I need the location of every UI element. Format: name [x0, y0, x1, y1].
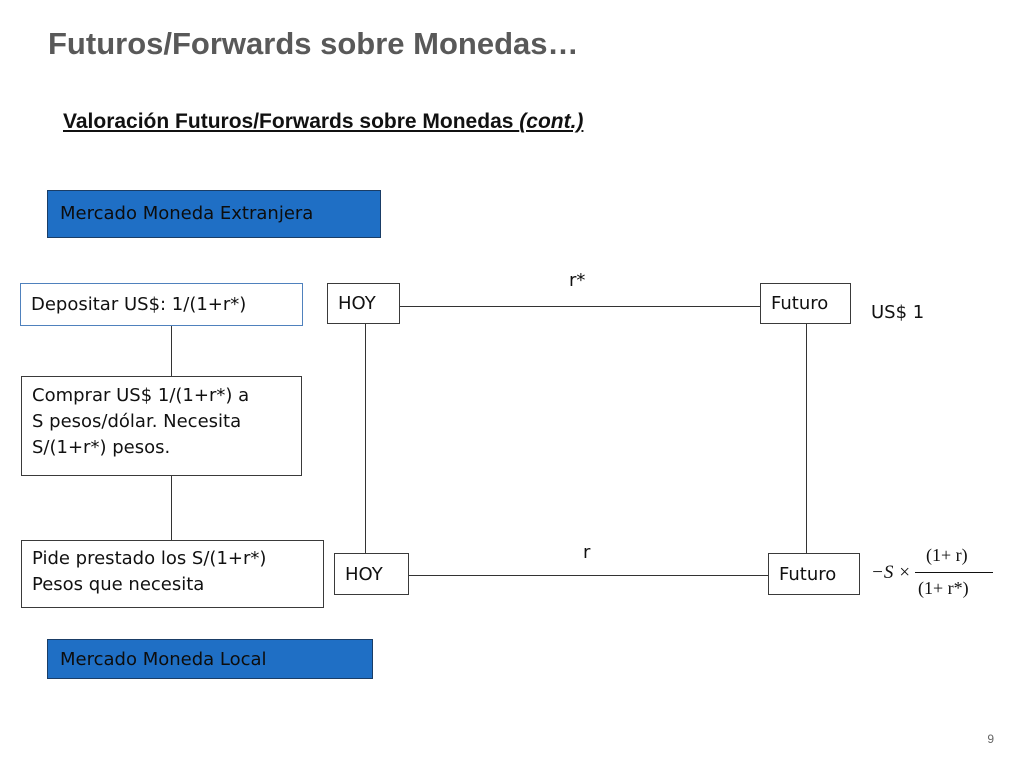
formula-numerator: (1+ r) — [926, 545, 968, 565]
slide-title: Futuros/Forwards sobre Monedas… — [48, 26, 579, 61]
top-timeline-line — [400, 306, 760, 307]
foreign-market-label: Mercado Moneda Extranjera — [47, 190, 381, 238]
local-rate-label: r — [583, 542, 591, 563]
local-market-text: Mercado Moneda Local — [60, 649, 267, 670]
foreign-payoff-label: US$ 1 — [871, 302, 925, 323]
formula-fraction-bar — [915, 572, 993, 573]
formula-denominator: (1+ r*) — [918, 578, 969, 598]
page-number: 9 — [987, 732, 994, 746]
borrow-step-box: Pide prestado los S/(1+r*) Pesos que nec… — [21, 540, 324, 608]
connector-buy-borrow — [171, 476, 172, 540]
top-today-text: HOY — [338, 293, 376, 314]
bottom-today-box: HOY — [334, 553, 409, 595]
subtitle-main: Valoración Futuros/Forwards sobre Moneda… — [63, 110, 520, 133]
deposit-step-box: Depositar US$: 1/(1+r*) — [20, 283, 303, 326]
local-payoff-formula: −S × (1+ r) (1+ r*) — [868, 545, 998, 610]
buy-step-line2: S pesos/dólar. Necesita — [32, 411, 242, 433]
bottom-today-text: HOY — [345, 564, 383, 585]
formula-neg-s: −S × — [871, 562, 911, 583]
buy-step-line1: Comprar US$ 1/(1+r*) a — [32, 385, 250, 406]
top-future-text: Futuro — [771, 293, 829, 314]
local-market-label: Mercado Moneda Local — [47, 639, 373, 679]
top-future-box: Futuro — [760, 283, 851, 324]
bottom-timeline-line — [409, 575, 768, 576]
subtitle-cont: (cont.) — [519, 110, 584, 133]
connector-deposit-buy — [171, 326, 172, 376]
top-today-box: HOY — [327, 283, 400, 324]
bottom-future-text: Futuro — [779, 564, 837, 585]
bottom-future-box: Futuro — [768, 553, 860, 595]
buy-step-box: Comprar US$ 1/(1+r*) a S pesos/dólar. Ne… — [21, 376, 302, 476]
foreign-rate-label: r* — [569, 270, 586, 291]
slide-subtitle: Valoración Futuros/Forwards sobre Moneda… — [63, 110, 583, 134]
future-vertical-line — [806, 324, 807, 553]
borrow-step-line1: Pide prestado los S/(1+r*) — [32, 548, 267, 569]
foreign-market-text: Mercado Moneda Extranjera — [60, 203, 314, 224]
today-vertical-line — [365, 324, 366, 553]
buy-step-line3: S/(1+r*) pesos. — [32, 437, 171, 459]
borrow-step-line2: Pesos que necesita — [32, 574, 205, 596]
deposit-step-text: Depositar US$: 1/(1+r*) — [31, 294, 247, 315]
